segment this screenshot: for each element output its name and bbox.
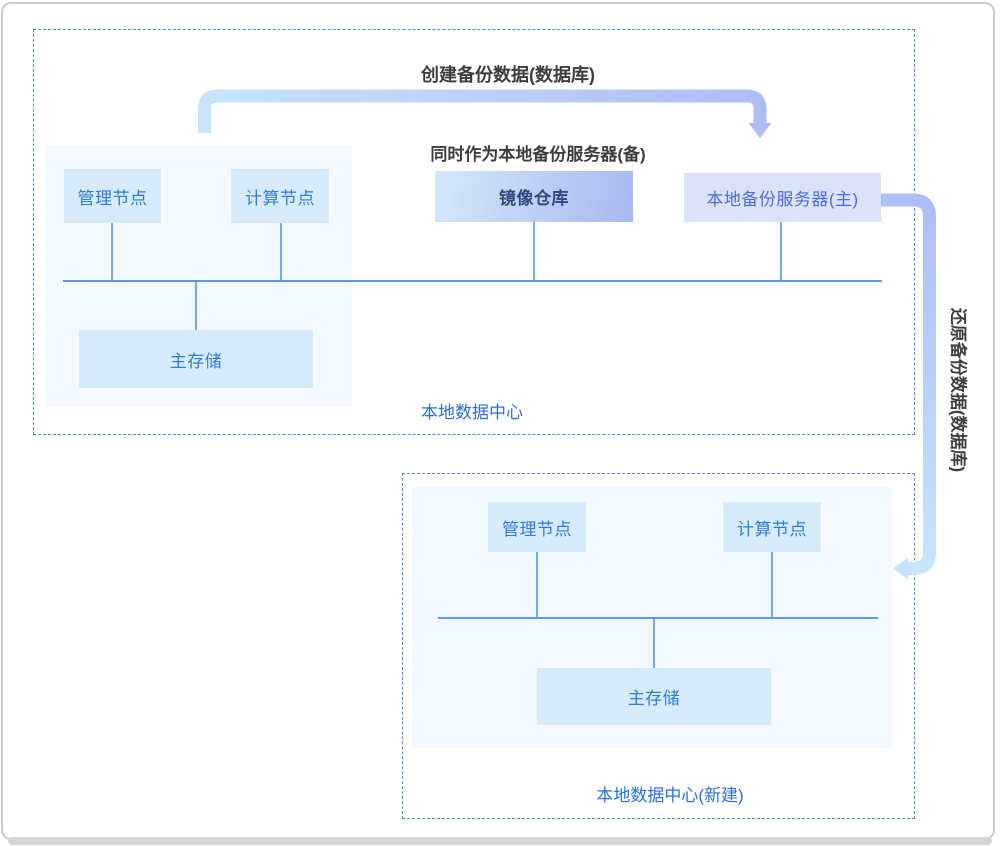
- dc2-compute-label: 计算节点: [737, 519, 807, 539]
- standby-note-label: 同时作为本地备份服务器(备): [430, 145, 646, 164]
- create-backup-flow-label: 创建备份数据(数据库): [421, 65, 595, 85]
- dc1-compute-node: 计算节点: [231, 169, 329, 223]
- dc1-compute-label: 计算节点: [245, 188, 315, 208]
- dc1-management-node: 管理节点: [64, 169, 161, 223]
- dc1-mirror-repo-node: 镜像仓库: [435, 171, 633, 222]
- dc1-backup-server-node: 本地备份服务器(主): [684, 173, 881, 222]
- dc2-title: 本地数据中心(新建): [596, 786, 744, 805]
- dc1-backup-server-label: 本地备份服务器(主): [706, 190, 859, 209]
- dc2-compute-node: 计算节点: [723, 502, 821, 552]
- dc2-management-label: 管理节点: [502, 519, 572, 539]
- dc1-primary-storage-label: 主存储: [169, 351, 223, 371]
- new-dc-boundary: [402, 473, 915, 819]
- dc2-primary-storage-node: 主存储: [537, 668, 771, 725]
- dc1-mirror-repo-label: 镜像仓库: [499, 189, 569, 208]
- dc2-primary-storage-label: 主存储: [627, 689, 681, 708]
- dc1-title: 本地数据中心: [421, 403, 523, 422]
- dc1-management-label: 管理节点: [77, 188, 148, 208]
- bottom-scroll-bar: [8, 837, 992, 845]
- dc1-primary-storage-node: 主存储: [79, 330, 313, 388]
- restore-backup-flow-label: 还原备份数据(数据库): [948, 307, 968, 473]
- dc2-management-node: 管理节点: [488, 502, 586, 552]
